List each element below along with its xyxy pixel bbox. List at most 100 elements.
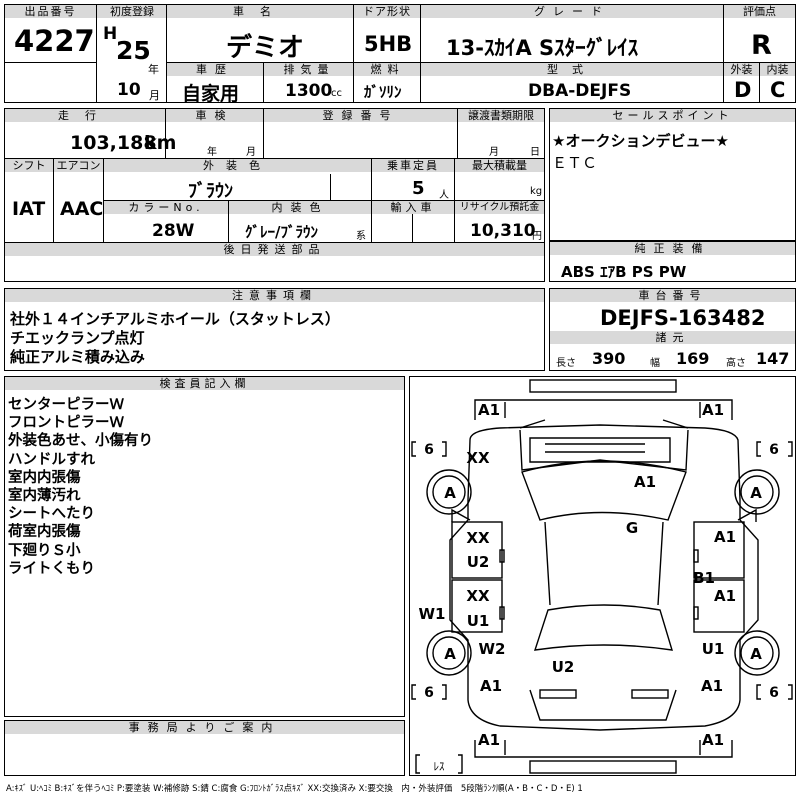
height: 147 (756, 349, 790, 368)
office-label: 事務局よりご案内 (5, 721, 404, 734)
notes-box (4, 288, 545, 371)
equipment-label: 純正装備 (550, 242, 795, 255)
transfer-label: 譲渡書類期限 (458, 109, 544, 122)
damage-mark-11: XX (466, 587, 490, 605)
notes-line-3: 純正アルミ積み込み (10, 348, 145, 366)
mileage-label: 走行 (5, 109, 165, 122)
fuel: ｶﾞｿﾘﾝ (364, 83, 402, 101)
mileage-unit: km (144, 132, 177, 154)
damage-mark-3: XX (466, 449, 490, 467)
damage-mark-22: A1 (701, 677, 723, 695)
details-box (4, 108, 545, 282)
shift: IAT (12, 198, 46, 220)
inspection-month-unit: 月 (246, 147, 256, 158)
sales-point-line-2: ＥＴＣ (552, 154, 598, 172)
sales-point-label: セールスポイント (550, 109, 795, 122)
inspector-note-8: 荷室内張傷 (8, 524, 81, 541)
notes-label: 注意事項欄 (5, 289, 544, 302)
equipment: ABS ｴｱB PS PW (561, 263, 687, 281)
damage-mark-8: XX (466, 529, 490, 547)
recycle-label: リサイクル預託金 (455, 201, 544, 214)
max-load-label: 最大積載量 (455, 159, 544, 172)
width: 169 (676, 349, 710, 368)
score: R (751, 30, 772, 61)
capacity-label: 乗車定員 (372, 159, 454, 172)
int-color-unit: 系 (356, 231, 366, 242)
lot-number: 4227 (14, 24, 95, 58)
damage-mark-20: U2 (552, 658, 575, 676)
history: 自家用 (182, 83, 240, 105)
damage-diagram-box (409, 376, 796, 776)
damage-mark-6: A (750, 484, 762, 502)
capacity: 5 (412, 178, 425, 199)
damage-mark-7: G (626, 519, 638, 537)
transfer-day-unit: 日 (530, 147, 540, 158)
office-box (4, 720, 405, 776)
damage-mark-17: U1 (702, 640, 725, 658)
chassis-box (549, 288, 796, 371)
parts-label: 後日発送部品 (5, 243, 544, 256)
damage-mark-14: A1 (714, 587, 736, 605)
top-header-box (4, 4, 796, 103)
damage-mark-15: W1 (419, 605, 446, 623)
chassis-label: 車台番号 (550, 289, 795, 302)
ext-color-label: 外装色 (104, 159, 371, 172)
exterior-label: 外装 (724, 63, 759, 76)
damage-mark-4: A1 (634, 473, 656, 491)
damage-mark-21: A1 (480, 677, 502, 695)
inspector-note-3: 外装色あせ、小傷有り (8, 433, 153, 450)
inspector-note-2: フロントピラーＷ (8, 415, 124, 432)
displacement-label: 排気量 (264, 63, 354, 76)
lot-label: 出品番号 (5, 5, 96, 18)
inspection-label: 車検 (166, 109, 263, 122)
model-label: 型式 (421, 63, 723, 76)
history-label: 車歴 (167, 63, 263, 76)
first-reg-label: 初度登録 (97, 5, 167, 18)
max-load-unit: kg (530, 186, 543, 197)
sales-point-line-1: ★オークションデビュー★ (552, 132, 729, 150)
color-no: 28W (152, 221, 195, 241)
width-label: 幅 (650, 358, 660, 369)
recycle-fee: 10,310 (470, 221, 536, 241)
tire-depth-rear-right: 6 (769, 685, 779, 701)
transfer-month-unit: 月 (489, 147, 499, 158)
inspector-note-5: 室内内張傷 (8, 469, 81, 486)
aircon: AAC (60, 198, 104, 220)
aircon-label: エアコン (54, 159, 103, 172)
inspector-note-6: 室内薄汚れ (8, 488, 81, 504)
tire-depth-rear-left: 6 (424, 685, 434, 701)
first-reg-month: 10 (117, 80, 141, 100)
fuel-label: 燃料 (354, 63, 421, 76)
first-reg-era: H (103, 24, 118, 44)
inspector-note-7: シートへたり (8, 506, 95, 523)
damage-mark-10: A1 (714, 528, 736, 546)
sales-point-box (549, 108, 796, 241)
tire-depth-front-left: 6 (424, 442, 434, 458)
interior-grade: C (770, 78, 786, 102)
capacity-unit: 人 (439, 190, 449, 201)
inspector-note-1: センターピラーＷ (8, 397, 124, 413)
damage-mark-18: A (444, 645, 456, 663)
import-label: 輸入車 (372, 201, 454, 214)
damage-mark-13: B1 (693, 569, 715, 587)
inspector-note-10: ライトくもり (8, 560, 95, 577)
legend: A:ｷｽﾞ U:ﾍｺﾐ B:ｷｽﾞを伴うﾍｺﾐ P:要塗装 W:補修跡 S:錆 … (6, 784, 583, 794)
inspector-note-4: ハンドルすれ (8, 451, 95, 468)
first-reg-year: 25 (116, 36, 151, 65)
mileage: 103,188 (70, 132, 157, 154)
inspector-note-9: 下廻りＳ小 (8, 542, 81, 559)
damage-mark-19: A (750, 645, 762, 663)
damage-mark-2: A1 (702, 401, 724, 419)
damage-mark-24: A1 (702, 731, 724, 749)
damage-mark-23: A1 (478, 731, 500, 749)
spare-tire-label: ﾚｽ (434, 760, 445, 773)
shift-label: シフト (5, 159, 53, 172)
damage-mark-12: U1 (467, 612, 490, 630)
chassis-number: DEJFS-163482 (600, 306, 766, 330)
specs-label: 諸元 (550, 331, 795, 344)
length-label: 長さ (556, 358, 576, 369)
damage-mark-16: W2 (479, 640, 506, 658)
tire-depth-front-right: 6 (769, 442, 779, 458)
equipment-box (549, 241, 796, 282)
